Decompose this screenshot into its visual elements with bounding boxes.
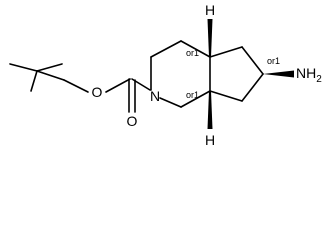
bond-c7-c7a: [209, 90, 243, 102]
bond-c4-c4a: [180, 40, 211, 58]
nitrogen-label: N: [150, 88, 160, 104]
wedge-bond-amine: [263, 70, 294, 78]
carbonyl-oxygen-label: O: [127, 113, 138, 129]
ester-oxygen-label: O: [92, 84, 103, 100]
bond-tbu-methyl-left: [9, 63, 38, 72]
bond-tbu-methyl-right: [36, 63, 63, 72]
bond-carbonyl-n: [131, 78, 151, 91]
stereo-label-bottom: or1: [186, 90, 199, 100]
bond-c5-c6: [241, 46, 264, 75]
bond-c3-c4: [150, 40, 182, 58]
amine-label: NH2: [296, 65, 322, 85]
bond-oxygen-carbonyl: [105, 78, 131, 93]
bond-tbu-methyl-top: [30, 70, 38, 92]
bond-c6-c7: [241, 73, 264, 102]
hydrogen-bottom-label: H: [205, 132, 215, 148]
hydrogen-top-label: H: [205, 2, 215, 18]
bond-c4a-c5: [209, 46, 243, 58]
stereo-label-top: or1: [186, 48, 199, 58]
wedge-bond-top-h: [207, 19, 213, 57]
bond-tbu-quaternary: [36, 70, 65, 81]
bond-c7a-c1: [180, 90, 211, 108]
chemical-structure: O O N H H NH2 or1 or1 or1: [9, 2, 322, 148]
amine-subscript: 2: [316, 74, 322, 85]
stereo-label-amine: or1: [267, 56, 280, 66]
bond-c-oxygen: [63, 79, 89, 93]
bond-c1-n: [159, 97, 182, 108]
amine-nh-label: NH: [296, 65, 316, 81]
wedge-bond-bottom-h: [207, 91, 213, 129]
